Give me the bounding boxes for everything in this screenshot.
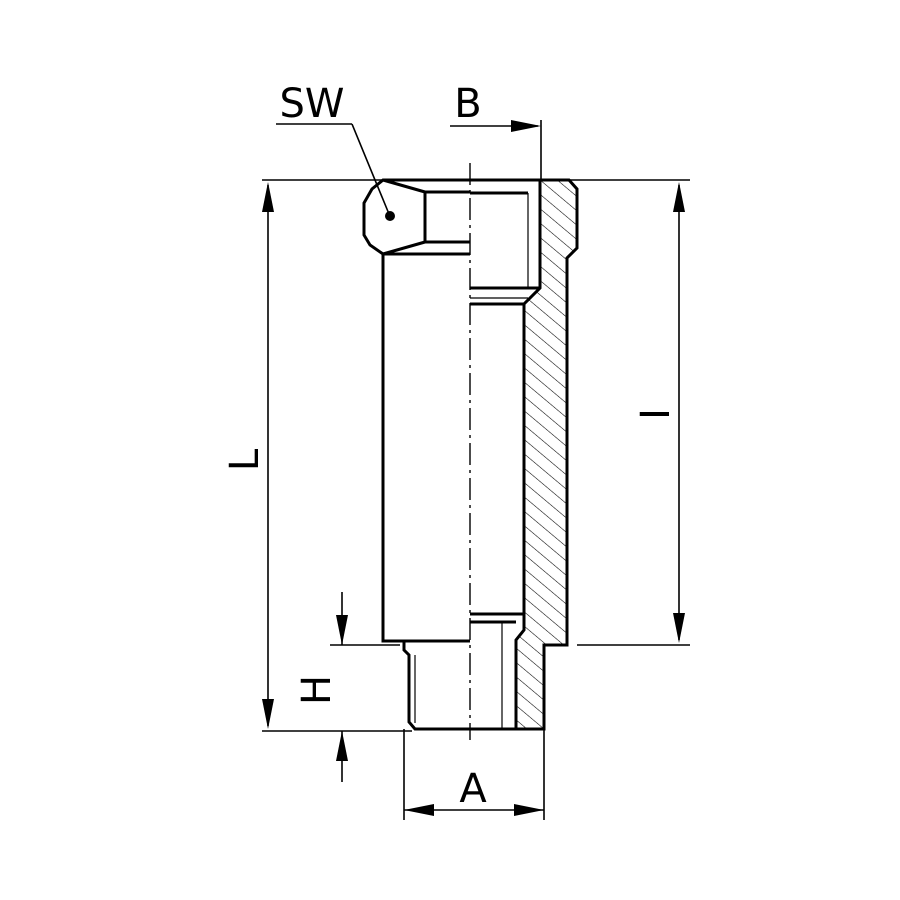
label-h: H: [294, 675, 340, 705]
hex-head-outline: [362, 178, 470, 256]
male-thread-outline: [402, 641, 470, 731]
hex-edge-lower: [382, 240, 426, 256]
label-l: L: [222, 448, 268, 471]
hex-edge-upper: [382, 178, 426, 194]
sw-leader: [276, 123, 395, 221]
dimension-l: [262, 182, 274, 729]
label-b: B: [454, 81, 481, 127]
section-view: [470, 178, 579, 731]
dimension-b: [450, 120, 541, 132]
label-i: I: [633, 408, 679, 420]
extension-lines: [262, 120, 690, 820]
dimension-a: [404, 804, 544, 816]
outside-view: [362, 178, 470, 731]
dimension-h: [336, 592, 348, 782]
body-outline: [381, 254, 470, 643]
label-a: A: [459, 766, 487, 812]
dimension-i: [673, 182, 685, 643]
section-wall: [514, 178, 579, 731]
label-sw: SW: [280, 81, 345, 127]
